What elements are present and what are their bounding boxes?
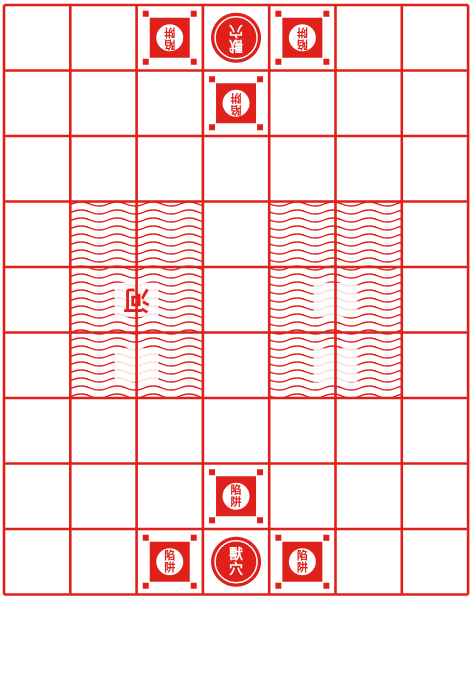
board-square[interactable] [336,267,402,333]
trap-tile[interactable]: 陷阱 [142,534,197,589]
board-square[interactable] [402,5,468,71]
board-square[interactable] [402,136,468,202]
den-label: 獸穴 [229,546,243,578]
board-square[interactable] [4,464,70,530]
board-square[interactable] [203,398,269,464]
board-square[interactable] [4,398,70,464]
trap-tile[interactable]: 陷阱 [275,10,330,65]
board-square[interactable] [137,464,203,530]
board-square[interactable] [4,202,70,268]
board-square[interactable] [137,267,203,333]
trap-label: 陷阱 [231,482,242,508]
board-square[interactable] [4,333,70,399]
board-square[interactable] [70,202,136,268]
trap-tile[interactable]: 陷阱 [142,10,197,65]
board-square[interactable] [336,333,402,399]
board-square[interactable] [70,267,136,333]
trap-label: 陷阱 [297,548,308,574]
board-square[interactable] [336,398,402,464]
board-square[interactable] [70,464,136,530]
board-square[interactable] [402,398,468,464]
board-square[interactable] [203,202,269,268]
board-square[interactable] [336,529,402,595]
trap-label: 陷阱 [164,548,175,574]
board-square[interactable] [402,267,468,333]
board-square[interactable] [203,136,269,202]
board-square[interactable] [4,267,70,333]
board-square[interactable] [70,71,136,137]
board-square[interactable] [336,464,402,530]
board-square[interactable] [70,398,136,464]
trap-label: 陷阱 [231,91,242,117]
trap-label: 陷阱 [164,26,175,52]
board-square[interactable] [336,5,402,71]
board-square[interactable] [203,267,269,333]
board-square[interactable] [336,71,402,137]
board-square[interactable] [269,136,335,202]
trap-tile[interactable]: 陷阱 [209,469,264,524]
board-square[interactable] [269,202,335,268]
board-square[interactable] [4,529,70,595]
board-square[interactable] [402,202,468,268]
trap-tile[interactable]: 陷阱 [209,76,264,131]
den-tile[interactable]: 獸穴 [211,12,262,63]
trap-label: 陷阱 [297,26,308,52]
den-tile[interactable]: 獸穴 [211,536,262,587]
board-square[interactable] [269,398,335,464]
board-square[interactable] [4,5,70,71]
board-square[interactable] [336,202,402,268]
board-square[interactable] [137,333,203,399]
board-square[interactable] [269,333,335,399]
board-square[interactable] [137,136,203,202]
board-square[interactable] [70,529,136,595]
board-square[interactable] [269,71,335,137]
board-square[interactable] [4,71,70,137]
board-square[interactable] [402,529,468,595]
board-square[interactable] [70,333,136,399]
board-square[interactable] [137,202,203,268]
board-square[interactable] [137,71,203,137]
board-square[interactable] [137,398,203,464]
board-square[interactable] [269,267,335,333]
board-square[interactable] [402,464,468,530]
board-square[interactable] [70,136,136,202]
board-square[interactable] [402,333,468,399]
board-grid [2,3,470,596]
board-square[interactable] [70,5,136,71]
board-square[interactable] [269,464,335,530]
den-label: 獸穴 [229,22,243,54]
board-square[interactable] [203,333,269,399]
trap-tile[interactable]: 陷阱 [275,534,330,589]
board-square[interactable] [336,136,402,202]
board-square[interactable] [4,136,70,202]
board-square[interactable] [402,71,468,137]
